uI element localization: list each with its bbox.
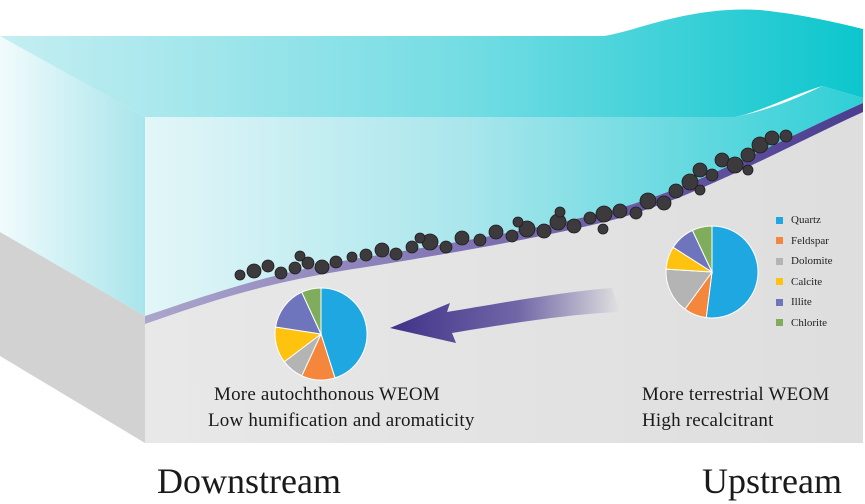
sediment-particle-icon (274, 266, 288, 280)
sediment-particle-icon (668, 183, 684, 199)
downstream-label: Downstream (157, 461, 341, 501)
legend-label: Illite (791, 296, 812, 309)
sediment-particle-icon (346, 251, 358, 263)
sediment-particle-icon (301, 256, 315, 270)
upstream-description-line1: More terrestrial WEOM (642, 384, 830, 405)
water-surface (0, 9, 863, 118)
sediment-particle-icon (374, 242, 390, 258)
legend-label: Chlorite (791, 316, 828, 329)
sediment-particle-icon (566, 218, 582, 234)
sediment-particle-icon (612, 203, 628, 219)
sediment-particle-icon (488, 224, 504, 240)
sediment-particle-icon (288, 261, 302, 275)
legend-swatch (776, 298, 783, 306)
sediment-particle-icon (694, 184, 706, 196)
sediment-particle-icon (234, 269, 246, 281)
downstream-description-line1: More autochthonous WEOM (214, 384, 440, 405)
sediment-particle-icon (329, 255, 343, 269)
legend-label: Calcite (791, 275, 823, 288)
legend-item: Feldspar (776, 231, 833, 252)
legend-swatch (776, 319, 783, 327)
sediment-particle-icon (597, 223, 609, 235)
side-ground-face (0, 232, 145, 443)
legend-item: Quartz (776, 210, 833, 231)
sediment-particle-icon (389, 247, 403, 261)
sediment-particle-icon (639, 192, 657, 210)
sediment-particle-icon (473, 233, 487, 247)
legend-label: Quartz (791, 214, 821, 227)
upstream-label: Upstream (702, 461, 842, 501)
sediment-particle-icon (314, 259, 330, 275)
arrow-left-icon (390, 288, 620, 343)
pie-slice-illite (274, 291, 322, 335)
sediment-particles (234, 129, 793, 281)
legend-item: Dolomite (776, 251, 833, 272)
sediment-particle-icon (656, 195, 672, 211)
legend-swatch (776, 216, 783, 224)
sediment-particle-icon (505, 229, 519, 243)
sediment-particle-icon (294, 250, 306, 262)
sediment-particle-icon (405, 240, 419, 254)
legend-label: Feldspar (791, 234, 829, 247)
sediment-particle-icon (583, 211, 597, 225)
legend-item: Illite (776, 292, 833, 313)
legend-item: Calcite (776, 272, 833, 293)
sediment-particle-icon (261, 259, 275, 273)
sediment-particle-icon (705, 168, 719, 182)
sediment-particle-icon (681, 173, 699, 191)
pie-slice-chlorite (301, 287, 322, 335)
sediment-particle-icon (629, 206, 643, 220)
sediment-particle-icon (554, 206, 566, 218)
upstream-description-line2: High recalcitrant (642, 410, 774, 431)
legend-item: Chlorite (776, 313, 833, 334)
pie-slice-quartz (320, 287, 368, 379)
downstream-description-line2: Low humification and aromaticity (208, 410, 475, 431)
sediment-particle-icon (439, 240, 453, 254)
sediment-particle-icon (751, 136, 769, 154)
sediment-particle-icon (740, 147, 756, 163)
pie-slice-dolomite (665, 268, 713, 310)
sediment-particle-icon (764, 130, 780, 146)
pie-slice-chlorite (691, 225, 713, 273)
sediment-particle-icon (692, 162, 708, 178)
sediment-particle-icon (359, 248, 373, 262)
legend-label: Dolomite (791, 255, 833, 268)
legend-swatch (776, 237, 783, 245)
upstream-mineral-pie (665, 225, 759, 319)
sediment-particle-icon (518, 220, 536, 238)
sediment-particle-icon (512, 216, 524, 228)
sediment-particle-icon (742, 164, 754, 176)
sediment-particle-icon (414, 232, 426, 244)
sediment-particle-icon (536, 223, 552, 239)
sediment-particle-icon (726, 156, 744, 174)
downstream-mineral-pie (274, 287, 368, 381)
sediment-particle-icon (779, 129, 793, 143)
pie-slice-quartz (705, 225, 759, 319)
legend-swatch (776, 278, 783, 286)
legend-swatch (776, 257, 783, 265)
sediment-particle-icon (246, 263, 262, 279)
sediment-particle-icon (595, 205, 613, 223)
side-water-face (0, 36, 145, 316)
sediment-particle-icon (454, 230, 470, 246)
